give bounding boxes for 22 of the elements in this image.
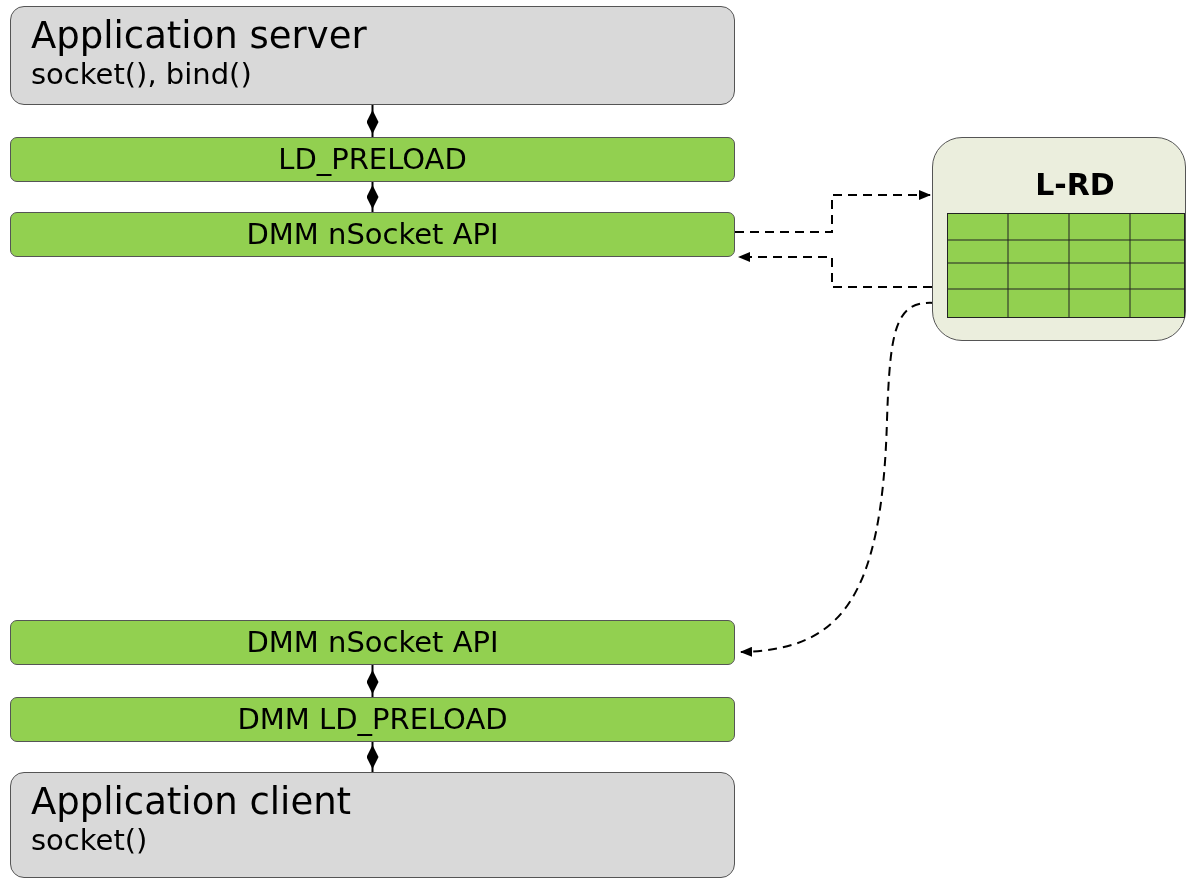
layer-bar: [10, 212, 735, 257]
application-box: [10, 6, 735, 105]
diamond-connector: [366, 741, 379, 773]
arrow: [734, 190, 931, 233]
layer-label: DMM nSocket API: [246, 215, 499, 253]
box-heading: Application server: [31, 15, 367, 57]
layer-label: DMM LD_PRELOAD: [237, 700, 508, 738]
layer-bar: [10, 697, 735, 742]
layer-label: LD_PRELOAD: [278, 140, 467, 178]
layer-bar: [10, 620, 735, 665]
registry-box: [932, 137, 1186, 341]
diamond-connector: [366, 664, 379, 698]
box-subtext: socket(): [31, 823, 148, 857]
registry-title: L-RD: [1035, 166, 1115, 204]
box-subtext: socket(), bind(): [31, 57, 252, 91]
application-box: [10, 772, 735, 878]
diamond-connector: [366, 181, 379, 213]
diamond-connector: [366, 104, 379, 138]
arrow: [738, 252, 933, 288]
layer-label: DMM nSocket API: [246, 623, 499, 661]
box-heading: Application client: [31, 781, 352, 823]
layer-bar: [10, 137, 735, 182]
